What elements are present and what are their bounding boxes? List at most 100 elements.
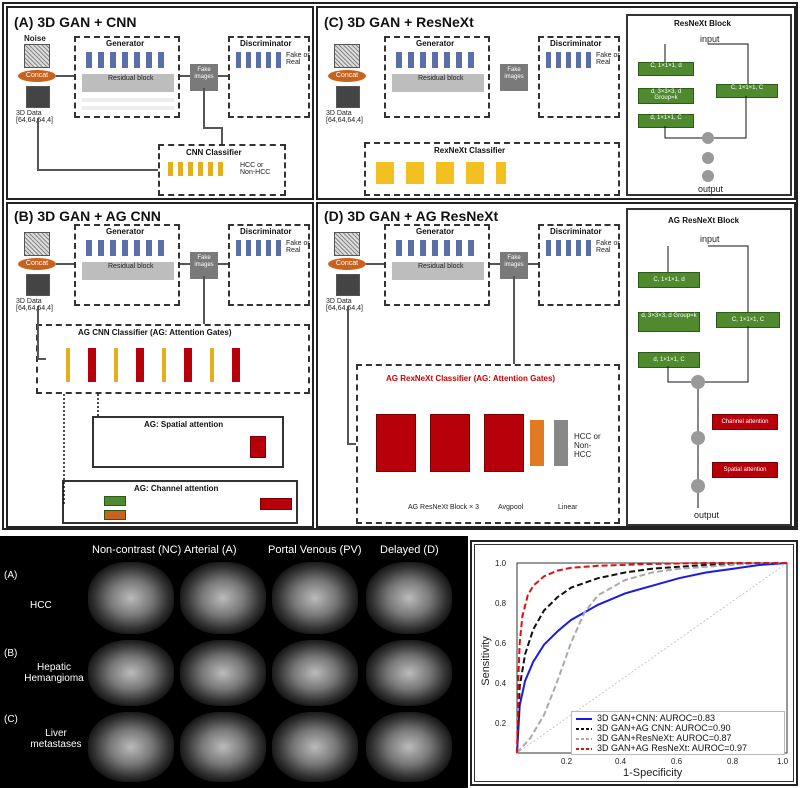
panel-a-title: (A) 3D GAN + CNN xyxy=(14,14,137,30)
maxpool-box xyxy=(104,496,126,506)
roc-xtick-2: 0.6 xyxy=(671,757,683,766)
panel-b-title: (B) 3D GAN + AG CNN xyxy=(14,208,161,224)
residual-block-d: Residual block xyxy=(392,262,484,280)
fake-images-box-c: Fake images xyxy=(500,64,528,91)
spatial-attention-box: AG: Spatial attention xyxy=(92,416,284,468)
residual-label-b: Residual block xyxy=(108,263,154,270)
roc-ytick-4: 0.2 xyxy=(495,719,507,728)
noise-cube-c xyxy=(334,44,360,68)
roc-xtick-4: 1.0 xyxy=(777,757,789,766)
resnext-block-panel: ResNeXt Block input C, 1×1×1, d d, 3×3×3… xyxy=(626,14,792,196)
ct-col-0: Non-contrast (NC) xyxy=(92,544,182,556)
roc-curve-1 xyxy=(516,562,787,754)
generator-box-b: Generator Residual block xyxy=(74,224,180,306)
ct-image-2-2 xyxy=(272,712,358,782)
discriminator-label: Discriminator xyxy=(240,39,292,48)
generator-label-c: Generator xyxy=(416,39,455,48)
rb-c-b2: d, 3×3×3, d Group=k xyxy=(638,88,694,104)
resnext-layers xyxy=(376,162,506,184)
roc-legend-2: 3D GAN+ResNeXt: AUROC=0.87 xyxy=(597,733,732,743)
roc-diagonal xyxy=(516,562,788,754)
generator-layers xyxy=(86,52,170,68)
ag-cnn-classifier-label: AG CNN Classifier (AG: Attention Gates) xyxy=(78,328,232,337)
resnext-classifier-label: RexNeXt Classifier xyxy=(434,146,506,155)
ct-image-1-1 xyxy=(180,640,266,706)
discriminator-box: Discriminator Fake or Real xyxy=(228,36,310,118)
discriminator-box-b: Discriminator Fake or Real xyxy=(228,224,310,306)
fake-images-box-b: Fake images xyxy=(190,252,218,279)
noise-cube-b xyxy=(24,232,50,256)
ct-image-0-1 xyxy=(180,562,266,634)
ct-image-2-1 xyxy=(180,712,266,782)
panel-a: (A) 3D GAN + CNN Noise Concat 3D Data [6… xyxy=(6,6,314,200)
ct-row-2-name: Liver metastases xyxy=(30,728,82,750)
residual-label-d: Residual block xyxy=(418,263,464,270)
roc-curve-3 xyxy=(516,562,787,754)
roc-ylabel: Sensitivity xyxy=(479,636,492,686)
data-cube xyxy=(26,86,50,108)
roc-xlabel: 1-Specificity xyxy=(623,767,683,779)
generator-layers-d xyxy=(396,240,480,256)
ct-image-1-0 xyxy=(88,640,174,706)
avgpool-box xyxy=(104,510,126,520)
spatial-attention-label: AG: Spatial attention xyxy=(144,420,224,429)
residual-block-b: Residual block xyxy=(82,262,174,280)
discriminator-label-b: Discriminator xyxy=(240,227,292,236)
roc-legend-1: 3D GAN+AG CNN: AUROC=0.90 xyxy=(597,723,731,733)
ag-block-1 xyxy=(376,414,416,472)
ct-panel: Non-contrast (NC) Arterial (A) Portal Ve… xyxy=(0,536,468,788)
ct-row-1-label: (B) xyxy=(4,648,18,659)
data-label: 3D Data [64,64,64,4] xyxy=(16,110,53,124)
ag-legend-0: AG ResNeXt Block × 3 xyxy=(408,504,480,511)
noise-label: Noise xyxy=(24,34,46,43)
residual-label-c: Residual block xyxy=(418,75,464,82)
ct-image-0-3 xyxy=(366,562,452,634)
resnext-block-title: ResNeXt Block xyxy=(674,19,731,28)
ct-image-0-2 xyxy=(272,562,358,634)
channel-attention-map xyxy=(260,498,292,510)
panel-b-arrows xyxy=(37,263,228,504)
resnext-classifier-box: RexNeXt Classifier xyxy=(364,142,620,196)
ct-row-1-name: Hepatic Hemangioma xyxy=(24,662,84,684)
ct-row-2-label: (C) xyxy=(4,714,18,725)
channel-attention-label: AG: Channel attention xyxy=(134,484,219,493)
data-label-b: 3D Data [64,64,64,4] xyxy=(16,298,53,312)
fake-or-real: Fake or Real xyxy=(286,52,310,66)
rb-c-b4: C, 1×1×1, C xyxy=(716,84,778,98)
roc-xtick-3: 0.8 xyxy=(727,757,739,766)
fake-or-real-c: Fake or Real xyxy=(596,52,620,66)
ct-col-2: Portal Venous (PV) xyxy=(268,544,362,556)
ct-row-0-label: (A) xyxy=(4,570,18,581)
concat-node-b: Concat xyxy=(18,258,56,270)
cnn-classifier-label: CNN Classifier xyxy=(186,148,242,157)
roc-xtick-0: 0.2 xyxy=(561,757,573,766)
attention-layers xyxy=(48,348,248,382)
cnn-output: HCC or Non-HCC xyxy=(240,162,271,176)
rb-input: input xyxy=(700,34,720,44)
rb-output: output xyxy=(698,184,724,194)
ag-resnext-block-title: AG ResNeXt Block xyxy=(668,216,740,225)
generator-label: Generator xyxy=(106,39,145,48)
panel-d-arrows xyxy=(347,263,538,445)
residual-label: Residual block xyxy=(108,75,154,82)
fake-images-box-d: Fake images xyxy=(500,252,528,279)
ag-resnext-block-panel: AG ResNeXt Block input C, 1×1×1, d d, 3×… xyxy=(626,208,792,526)
roc-curve-2 xyxy=(516,562,787,754)
roc-panel: 1.0 0.8 0.6 0.4 0.2 0.2 0.4 0.6 0.8 1.0 … xyxy=(474,544,794,782)
disc-layers-c xyxy=(546,52,592,68)
agrb-input: input xyxy=(700,234,720,244)
ag-block-2 xyxy=(430,414,470,472)
avgpool-block xyxy=(530,420,544,466)
roc-curve-0 xyxy=(516,562,788,754)
data-cube-b xyxy=(26,274,50,296)
generator-label-b: Generator xyxy=(106,227,145,236)
panel-d: (D) 3D GAN + AG ResNeXt Concat 3D Data [… xyxy=(316,202,796,528)
discriminator-box-d: Discriminator Fake or Real xyxy=(538,224,620,306)
concat-node-d: Concat xyxy=(328,258,366,270)
disc-layers-d xyxy=(546,240,592,256)
discriminator-label-d: Discriminator xyxy=(550,227,602,236)
ag-cnn-classifier-box: AG CNN Classifier (AG: Attention Gates) xyxy=(36,324,310,394)
roc-ytick-3: 0.4 xyxy=(495,679,507,688)
discriminator-box-c: Discriminator Fake or Real xyxy=(538,36,620,118)
ct-image-2-3 xyxy=(366,712,452,782)
